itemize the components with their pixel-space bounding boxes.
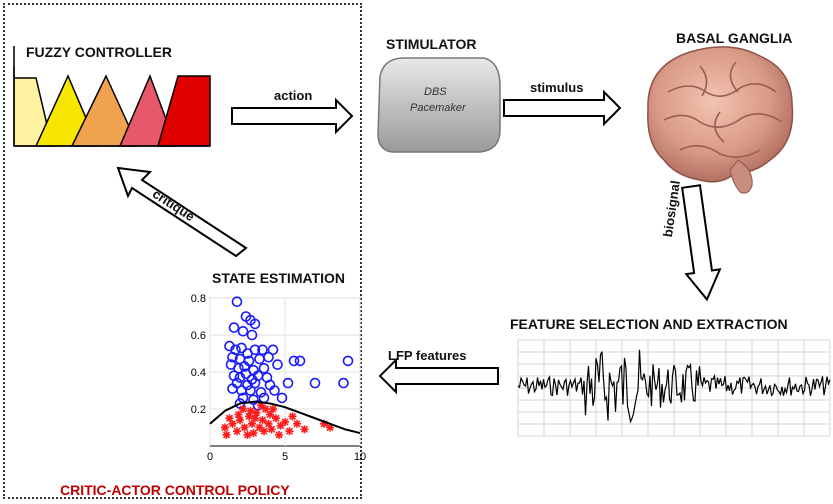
class-b-point: [258, 416, 267, 425]
lfp-features-arrow: [378, 357, 499, 395]
class-b-point: [222, 430, 231, 439]
x-tick-label: 10: [354, 451, 366, 463]
class-b-point: [252, 408, 261, 417]
class-b-point: [300, 425, 309, 434]
class-a-point: [242, 379, 253, 391]
stimulus-arrow: [503, 89, 622, 127]
class-a-point: [245, 385, 256, 396]
class-b-point: [243, 430, 252, 439]
class-a-point: [309, 377, 321, 389]
feature-extraction-title: FEATURE SELECTION AND EXTRACTION: [510, 316, 788, 332]
y-tick-label: 0.2: [191, 404, 206, 416]
class-b-point: [281, 417, 289, 426]
class-b-point: [240, 423, 249, 432]
class-b-point: [293, 419, 301, 428]
x-tick-label: 0: [207, 451, 213, 463]
class-b-point: [239, 405, 247, 413]
class-b-point: [246, 406, 255, 415]
class-a-point: [249, 344, 261, 356]
decision-boundary-line: [209, 400, 361, 435]
dbs-pacemaker-device: [377, 57, 501, 153]
class-a-point: [258, 362, 270, 374]
class-a-point: [269, 385, 280, 396]
class-a-point: [272, 359, 283, 370]
class-a-point: [249, 318, 261, 330]
control-policy-boundary: [3, 3, 362, 499]
action-label: action: [274, 88, 313, 103]
class-b-point: [221, 423, 229, 432]
class-a-point: [255, 387, 267, 398]
class-b-point: [288, 412, 297, 421]
device-label-line1: DBS: [424, 86, 447, 98]
class-a-point: [263, 351, 274, 363]
class-b-point: [251, 414, 259, 423]
control-policy-title: CRITIC-ACTOR CONTROL POLICY: [60, 482, 290, 498]
brain-image: [647, 46, 794, 194]
class-a-point: [257, 344, 268, 356]
class-a-point: [342, 355, 354, 367]
class-b-point: [285, 427, 294, 436]
class-b-point: [267, 425, 276, 434]
class-b-point: [249, 429, 258, 438]
class-b-point: [269, 405, 277, 413]
class-a-point: [276, 392, 288, 404]
stimulus-label: stimulus: [530, 80, 584, 95]
x-tick-label: 5: [282, 451, 288, 463]
y-tick-label: 0.6: [191, 330, 206, 342]
class-a-point: [239, 361, 250, 372]
class-a-point: [240, 368, 252, 380]
class-a-point: [249, 377, 261, 389]
class-b-point: [272, 414, 280, 423]
class-b-point: [255, 423, 264, 432]
class-b-point: [245, 412, 253, 421]
class-a-point: [282, 377, 294, 389]
y-tick-label: 0.4: [191, 367, 206, 379]
class-b-point: [266, 410, 274, 419]
critique-arrow: [116, 166, 248, 258]
class-a-point: [228, 322, 240, 333]
fuzzy-membership-functions: [13, 46, 211, 147]
class-b-point: [225, 414, 234, 423]
lfp-features-label: LFP features: [388, 348, 467, 363]
class-a-point: [267, 344, 279, 356]
action-arrow: [231, 97, 354, 135]
class-a-point: [246, 329, 258, 341]
class-a-point: [227, 351, 238, 363]
device-label-line2: Pacemaker: [410, 102, 466, 114]
state-estimation-title: STATE ESTIMATION: [212, 270, 345, 286]
stimulator-title: STIMULATOR: [386, 36, 477, 52]
class-a-point: [231, 296, 243, 308]
class-b-point: [275, 430, 283, 439]
y-tick-label: 0.8: [191, 293, 206, 305]
lfp-signal-panel: [517, 339, 831, 437]
class-a-point: [237, 325, 249, 337]
basal-ganglia-title: BASAL GANGLIA: [676, 30, 793, 46]
class-a-point: [288, 355, 300, 367]
class-b-point: [260, 427, 268, 436]
class-b-point: [234, 410, 243, 419]
class-a-point: [294, 355, 306, 367]
biosignal-arrow: [681, 184, 722, 302]
lfp-waveform: [517, 349, 831, 424]
fuzzy-controller-title: FUZZY CONTROLLER: [26, 44, 172, 60]
class-b-point: [236, 416, 244, 425]
state-estimation-scatter: 0 5 10 0.2 0.4 0.6 0.8: [191, 293, 366, 463]
class-b-point: [228, 419, 237, 428]
class-b-point: [233, 427, 241, 436]
class-a-point: [236, 342, 247, 354]
class-a-point: [338, 377, 349, 389]
